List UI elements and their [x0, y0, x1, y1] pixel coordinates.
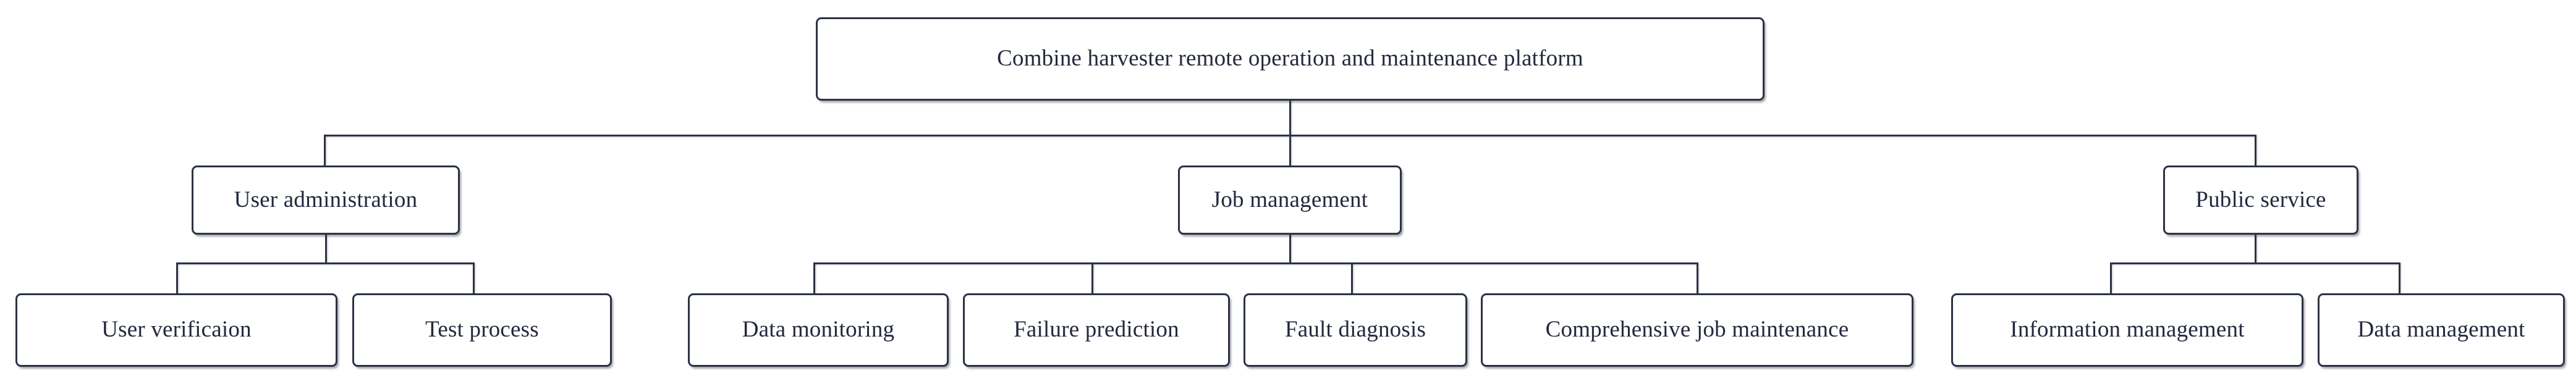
connector-drop-user-administration [324, 135, 326, 167]
node-failure-prediction[interactable]: Failure prediction [963, 293, 1230, 367]
node-root-label: Combine harvester remote operation and m… [997, 46, 1583, 72]
node-user-administration[interactable]: User administration [192, 165, 460, 235]
node-comprehensive-job-maintenance[interactable]: Comprehensive job maintenance [1481, 293, 1913, 367]
node-fault-diagnosis[interactable]: Fault diagnosis [1244, 293, 1467, 367]
connector-public-service-descender [2255, 235, 2256, 264]
node-root[interactable]: Combine harvester remote operation and m… [816, 17, 1765, 101]
node-information-management[interactable]: Information management [1951, 293, 2303, 367]
connector-job-management-bus [813, 262, 1698, 264]
connector-drop-fault-diagnosis [1351, 262, 1353, 295]
connector-public-service-bus [2110, 262, 2400, 264]
node-user-verificaion[interactable]: User verificaion [15, 293, 337, 367]
node-job-management-label: Job management [1211, 186, 1368, 212]
node-comprehensive-job-maintenance-label: Comprehensive job maintenance [1545, 317, 1849, 343]
node-data-monitoring-label: Data monitoring [742, 317, 895, 343]
node-user-verificaion-label: User verificaion [101, 317, 252, 343]
node-public-service[interactable]: Public service [2163, 165, 2358, 235]
node-data-monitoring[interactable]: Data monitoring [688, 293, 949, 367]
connector-job-management-descender [1289, 235, 1291, 264]
node-user-administration-label: User administration [234, 186, 418, 212]
node-test-process[interactable]: Test process [352, 293, 612, 367]
node-job-management[interactable]: Job management [1178, 165, 1402, 235]
connector-drop-public-service [2255, 135, 2256, 167]
node-test-process-label: Test process [425, 317, 539, 343]
connector-user-administration-descender [325, 235, 327, 264]
connector-drop-information-management [2110, 262, 2112, 295]
connector-drop-data-management [2399, 262, 2400, 295]
node-failure-prediction-label: Failure prediction [1014, 317, 1179, 343]
node-fault-diagnosis-label: Fault diagnosis [1284, 317, 1426, 343]
connector-drop-user-verificaion [176, 262, 178, 295]
connector-drop-comprehensive-job-maintenance [1697, 262, 1698, 295]
connector-drop-test-process [473, 262, 475, 295]
node-data-management-label: Data management [2357, 317, 2525, 343]
node-information-management-label: Information management [2010, 317, 2245, 343]
connector-drop-failure-prediction [1091, 262, 1093, 295]
connector-drop-job-management [1289, 135, 1291, 167]
node-public-service-label: Public service [2195, 186, 2326, 212]
connector-drop-data-monitoring [813, 262, 815, 295]
connector-root-descender [1289, 101, 1291, 136]
connector-user-administration-bus [176, 262, 475, 264]
node-data-management[interactable]: Data management [2318, 293, 2565, 367]
